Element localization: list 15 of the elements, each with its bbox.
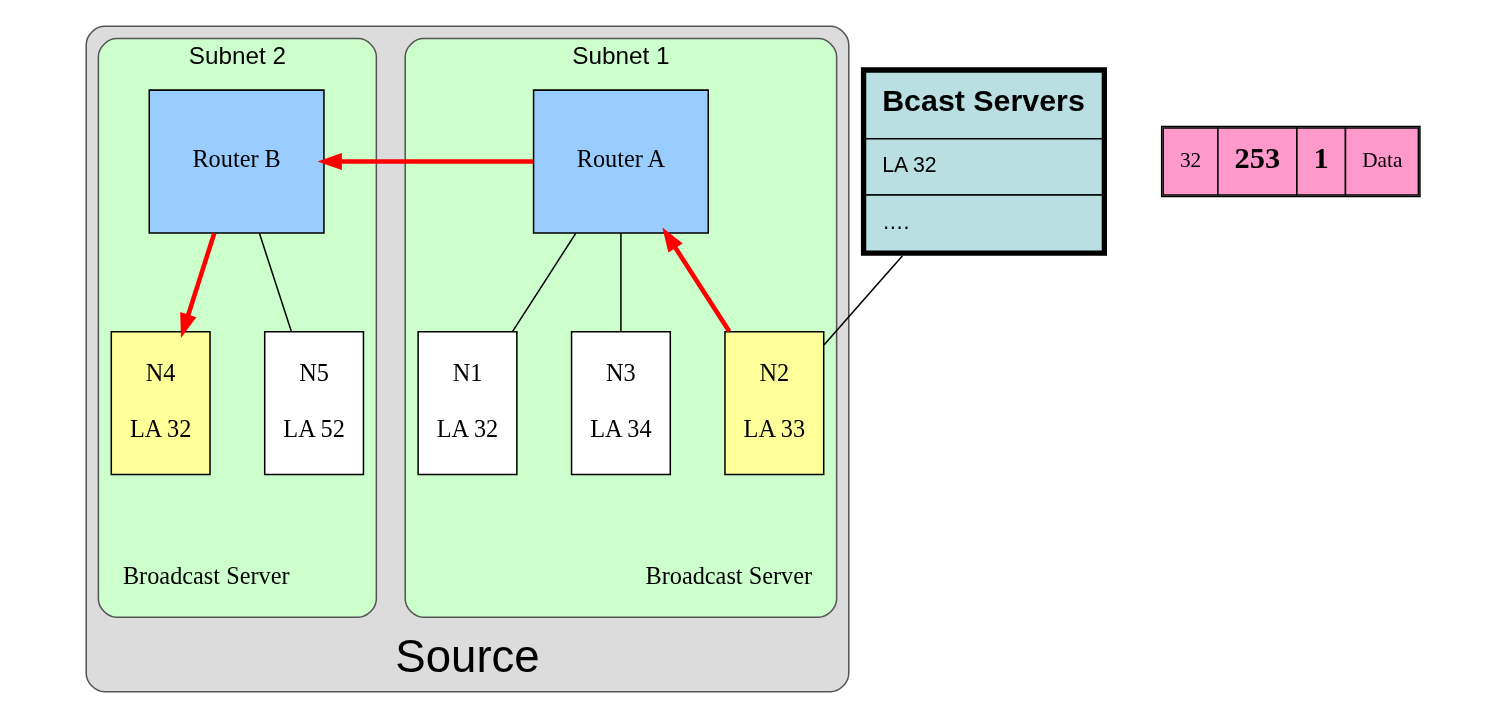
- node-label: Broadcast Server: [645, 561, 813, 589]
- connector: [258, 232, 293, 333]
- node-box: Router B: [148, 89, 325, 234]
- node-box: N5 LA 52: [263, 330, 365, 476]
- node-box: N2 LA 33: [724, 330, 825, 476]
- connector: [511, 232, 577, 333]
- node-box: N4 LA 32: [110, 330, 211, 476]
- arrow: [317, 153, 534, 171]
- node-label: Broadcast Server: [122, 561, 290, 589]
- node-box: Router A: [532, 89, 710, 234]
- arrow: [180, 232, 217, 338]
- arrow: [662, 227, 732, 333]
- node-box: N3 LA 34: [570, 330, 672, 476]
- node-box: N1 LA 32: [417, 330, 518, 476]
- connector: [620, 232, 622, 333]
